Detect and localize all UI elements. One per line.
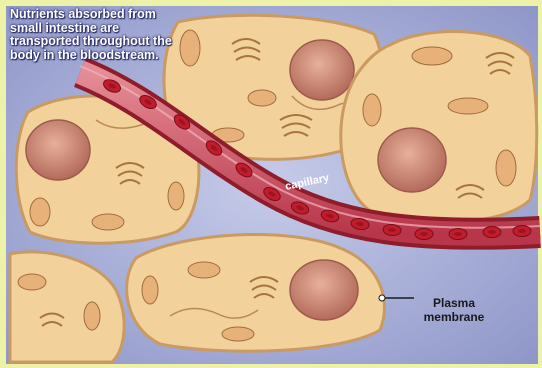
mitochondrion (496, 150, 516, 186)
mitochondrion (168, 182, 184, 210)
red-blood-cell-center (454, 232, 462, 236)
mitochondrion (92, 214, 124, 230)
plasma-membrane-label: Plasma membrane (414, 296, 494, 324)
mitochondrion (412, 47, 452, 65)
mitochondrion (188, 262, 220, 278)
mitochondrion (18, 274, 46, 290)
mitochondrion (84, 302, 100, 330)
mitochondrion (248, 90, 276, 106)
cell-top-right (341, 32, 537, 222)
cell-bottom-center (127, 235, 385, 352)
mitochondrion (448, 98, 488, 114)
red-blood-cell-center (420, 232, 428, 236)
caption: Nutrients absorbed from small intestine … (10, 8, 185, 62)
mitochondrion (222, 327, 254, 341)
nucleus (290, 260, 358, 320)
plasma-membrane-label-line2: membrane (414, 310, 494, 324)
nucleus (290, 40, 354, 100)
membrane-pointer-dot (379, 295, 385, 301)
mitochondrion (363, 94, 381, 126)
nucleus (26, 120, 90, 180)
nucleus (378, 128, 446, 192)
red-blood-cell-center (488, 230, 496, 234)
red-blood-cell-center (518, 229, 526, 233)
plasma-membrane-label-line1: Plasma (414, 296, 494, 310)
mitochondrion (142, 276, 158, 304)
mitochondrion (30, 198, 50, 226)
